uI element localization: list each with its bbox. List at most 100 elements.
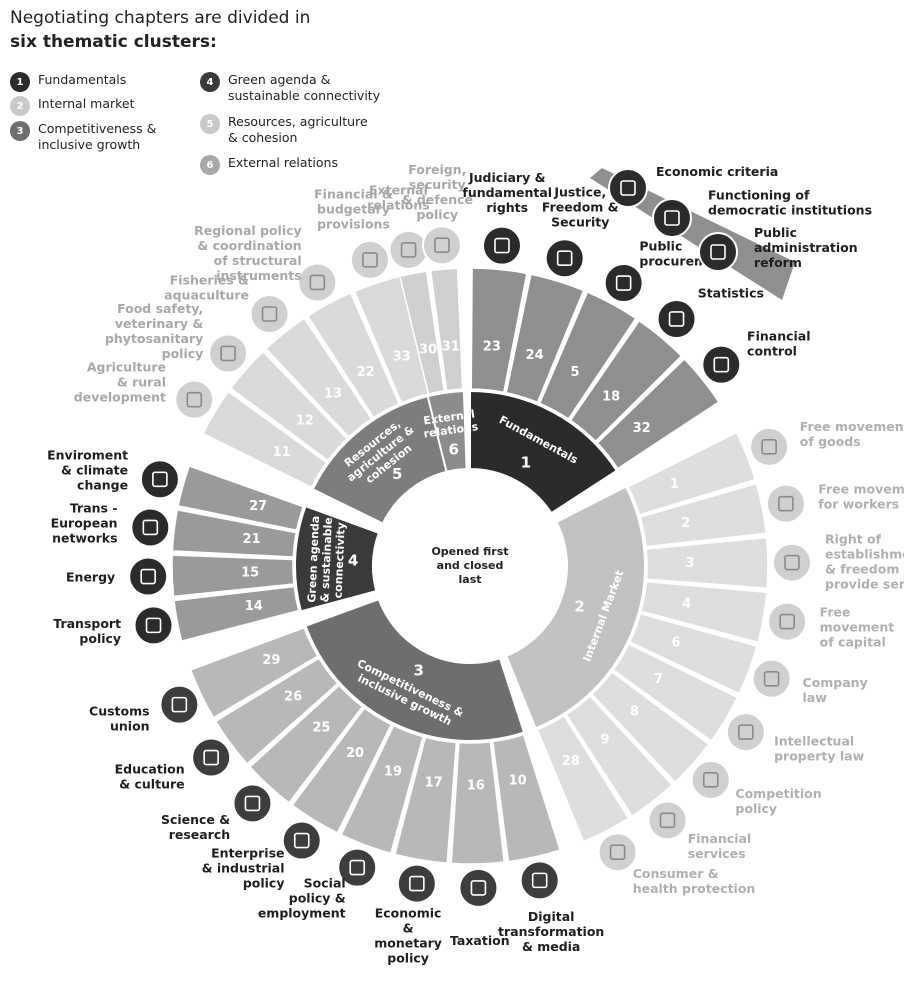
podium-icon — [690, 759, 731, 800]
cluster-number-1: 1 — [521, 454, 531, 472]
chapter-number-4: 4 — [682, 596, 691, 611]
chapter-segment-26 — [214, 657, 339, 765]
group-icon — [337, 847, 378, 888]
chapter-segment-13 — [264, 317, 373, 439]
chapter-label-2: Free movementfor workers — [818, 481, 904, 511]
coins-icon — [701, 344, 742, 385]
globe-icon — [767, 601, 808, 642]
chapter-number-21: 21 — [243, 532, 261, 547]
chapter-number-29: 29 — [262, 653, 280, 668]
legend-item-1: 1 Fundamentals — [10, 72, 200, 92]
gavel-icon — [481, 225, 522, 266]
cluster-number-2: 2 — [574, 597, 584, 615]
worker-icon — [765, 483, 806, 524]
chapter-number-8: 8 — [630, 705, 639, 720]
chapter-number-31: 31 — [442, 339, 460, 354]
chapter-segment-5 — [538, 291, 637, 420]
truck-icon — [771, 542, 812, 583]
clipboard-icon — [349, 239, 390, 280]
chapter-number-15: 15 — [241, 566, 259, 581]
chapter-number-11: 11 — [273, 445, 291, 460]
chapter-number-23: 23 — [483, 340, 501, 355]
chapter-segment-24 — [505, 273, 585, 404]
legend-item-5: 5 Resources, agriculture & cohesion — [200, 114, 390, 146]
legend-item-4: 4 Green agenda & sustainable connectivit… — [200, 72, 390, 104]
bulb-icon — [725, 712, 766, 753]
chapter-segment-10 — [491, 733, 562, 863]
leaf-icon — [208, 333, 249, 374]
chapter-segment-14 — [173, 585, 300, 643]
legend-dot-6: 6 — [200, 155, 220, 175]
chapter-number-22: 22 — [357, 365, 375, 380]
chapter-segment-31 — [429, 267, 464, 392]
chapter-number-27: 27 — [249, 499, 267, 514]
chapter-segment-23 — [470, 267, 528, 394]
cluster-arc-4 — [294, 504, 381, 613]
chapter-segment-25 — [248, 684, 364, 804]
chapter-label-28: Consumer &health protection — [633, 866, 756, 896]
legend-label-2: Internal market — [38, 96, 135, 111]
scales-icon — [544, 238, 585, 279]
chapter-number-25: 25 — [312, 721, 330, 736]
chapter-segment-7 — [612, 643, 739, 742]
report-icon — [647, 800, 688, 841]
legend-item-6: 6 External relations — [200, 155, 390, 175]
legend-dot-5: 5 — [200, 114, 220, 134]
chapter-number-3: 3 — [685, 556, 694, 571]
chapter-segment-20 — [291, 707, 393, 834]
chapter-segment-21 — [171, 509, 298, 558]
chapter-segment-32 — [596, 357, 720, 470]
chapter-number-24: 24 — [526, 348, 544, 363]
chapter-segment-11 — [202, 390, 328, 489]
title: Negotiating chapters are divided in six … — [10, 6, 310, 54]
chapter-label-26: Education& culture — [115, 761, 185, 791]
boxes-icon — [749, 426, 790, 467]
chapter-number-1: 1 — [670, 477, 679, 492]
chapter-number-26: 26 — [284, 689, 302, 704]
chapter-segment-16 — [450, 740, 506, 865]
fish-icon — [249, 294, 290, 335]
chapter-number-6: 6 — [672, 636, 681, 651]
legend: 1 Fundamentals 2 Internal market 3 Compe… — [0, 0, 904, 200]
field-icon — [174, 379, 215, 420]
cluster-arc-2 — [505, 485, 646, 730]
legend-dot-4: 4 — [200, 72, 220, 92]
legend-label-3: Competitiveness & inclusive growth — [38, 121, 157, 152]
chapter-number-13: 13 — [324, 386, 342, 401]
cluster-number-6: 6 — [448, 441, 458, 459]
cluster-name-4: Green agenda& sustainableconnectivity — [305, 515, 348, 604]
chapter-segment-1 — [627, 431, 757, 516]
legend-dot-1: 1 — [10, 72, 30, 92]
shield-icon — [421, 225, 462, 266]
chapter-segment-9 — [565, 694, 674, 818]
chapter-segment-3 — [645, 536, 769, 589]
tax-bag-icon — [458, 867, 499, 908]
cluster-arc-1 — [469, 389, 619, 515]
chapter-number-33: 33 — [393, 349, 411, 364]
chapter-number-14: 14 — [245, 599, 263, 614]
chart-icon — [656, 298, 697, 339]
chapter-segment-28 — [536, 714, 630, 843]
people-icon — [652, 198, 692, 238]
chapter-segment-15 — [171, 554, 295, 598]
